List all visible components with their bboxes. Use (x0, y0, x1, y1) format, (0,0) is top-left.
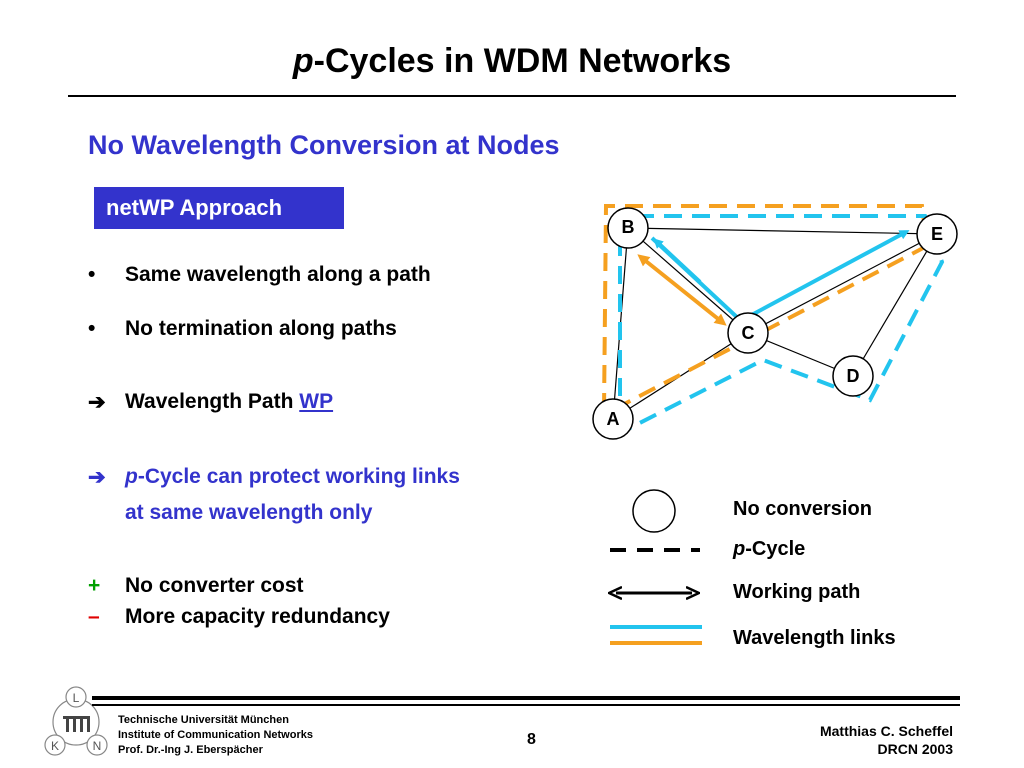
node-e-circle (916, 213, 958, 255)
page-number: 8 (527, 731, 536, 748)
bullet-item: • No termination along paths (88, 317, 397, 341)
footer-line: Prof. Dr.-Ing J. Eberspächer (118, 744, 263, 756)
node-a: A (592, 398, 634, 440)
footer-author: Matthias C. Scheffel DRCN 2003 (820, 722, 953, 758)
node-a-circle (592, 398, 634, 440)
legend-working-path: Working path (733, 581, 861, 603)
arrow-mark: ➔ (88, 391, 106, 414)
node-c-label: C (742, 323, 755, 343)
title-text: -Cycles in WDM Networks (313, 42, 732, 80)
node-c: C (727, 312, 769, 354)
bullet-item: • Same wavelength along a path (88, 263, 431, 287)
bullet-mark: • (88, 317, 96, 340)
bullet-text: No termination along paths (125, 317, 397, 340)
edge-c-e (747, 233, 938, 334)
logo-letter-n: N (93, 739, 102, 753)
legend-wavelength-links: Wavelength links (733, 627, 896, 649)
node-d-label: D (847, 366, 860, 386)
legend-pcycle: p-Cycle (733, 538, 805, 561)
institute-logo: L K N (44, 686, 108, 756)
arrow-text: Wavelength Path (125, 390, 300, 413)
node-d-circle (832, 355, 874, 397)
legend-no-conversion: No conversion (733, 498, 872, 520)
approach-label-box: netWP Approach (94, 187, 344, 229)
pro-item: + No converter cost (88, 574, 304, 598)
footer-institution: Technische Universität München Institute… (118, 713, 313, 758)
pcycle-text-line2: at same wavelength only (125, 501, 372, 525)
pcycle-italic-p: p (125, 465, 138, 488)
footer-line: Institute of Communication Networks (118, 729, 313, 741)
cyan-working-link-c-e (745, 230, 910, 320)
con-text: More capacity redundancy (125, 605, 390, 628)
footer-conference: DRCN 2003 (877, 741, 953, 757)
node-b-circle (607, 207, 649, 249)
legend-pcycle-text: -Cycle (745, 538, 806, 560)
edge-c-a (612, 332, 749, 420)
orange-working-path-b-c (637, 254, 727, 326)
legend-node-symbol (632, 489, 676, 533)
pcycle-line2-text: at same wavelength only (125, 501, 373, 524)
title-italic-p: p (292, 42, 314, 80)
edge-b-c (627, 227, 749, 334)
node-d: D (832, 355, 874, 397)
footer-divider-thin (92, 704, 960, 706)
edge-b-e (627, 227, 938, 235)
arrow-mark: ➔ (88, 466, 106, 489)
slide-subtitle: No Wavelength Conversion at Nodes (88, 130, 560, 160)
node-e-label: E (931, 224, 943, 244)
plus-mark: + (88, 574, 101, 597)
footer-line: Technische Universität München (118, 714, 289, 726)
node-e: E (916, 213, 958, 255)
arrow-item-wavelength-path: ➔ Wavelength Path WP (88, 390, 333, 415)
title-divider (68, 95, 956, 97)
slide-title: p-Cycles in WDM Networks (0, 42, 1024, 81)
bullet-mark: • (88, 263, 96, 286)
wp-link[interactable]: WP (299, 390, 334, 413)
node-b: B (607, 207, 649, 249)
minus-mark: – (88, 605, 100, 628)
footer-author-name: Matthias C. Scheffel (819, 723, 953, 739)
logo-letter-k: K (51, 739, 59, 753)
bullet-text: Same wavelength along a path (125, 263, 431, 286)
node-c-circle (727, 312, 769, 354)
logo-letter-l: L (73, 691, 80, 705)
footer-divider-thick (92, 696, 960, 700)
pro-text: No converter cost (125, 574, 304, 597)
legend-pcycle-italic: p (733, 538, 746, 560)
cyan-pcycle (618, 214, 945, 433)
edge-e-d (852, 233, 938, 377)
con-item: – More capacity redundancy (88, 605, 390, 629)
node-b-label: B (622, 217, 635, 237)
node-a-label: A (607, 409, 620, 429)
tum-mark-icon (63, 716, 90, 732)
arrow-item-pcycle: ➔ p-Cycle can protect working links (88, 465, 460, 490)
pcycle-text-line1: -Cycle can protect working links (137, 465, 460, 488)
